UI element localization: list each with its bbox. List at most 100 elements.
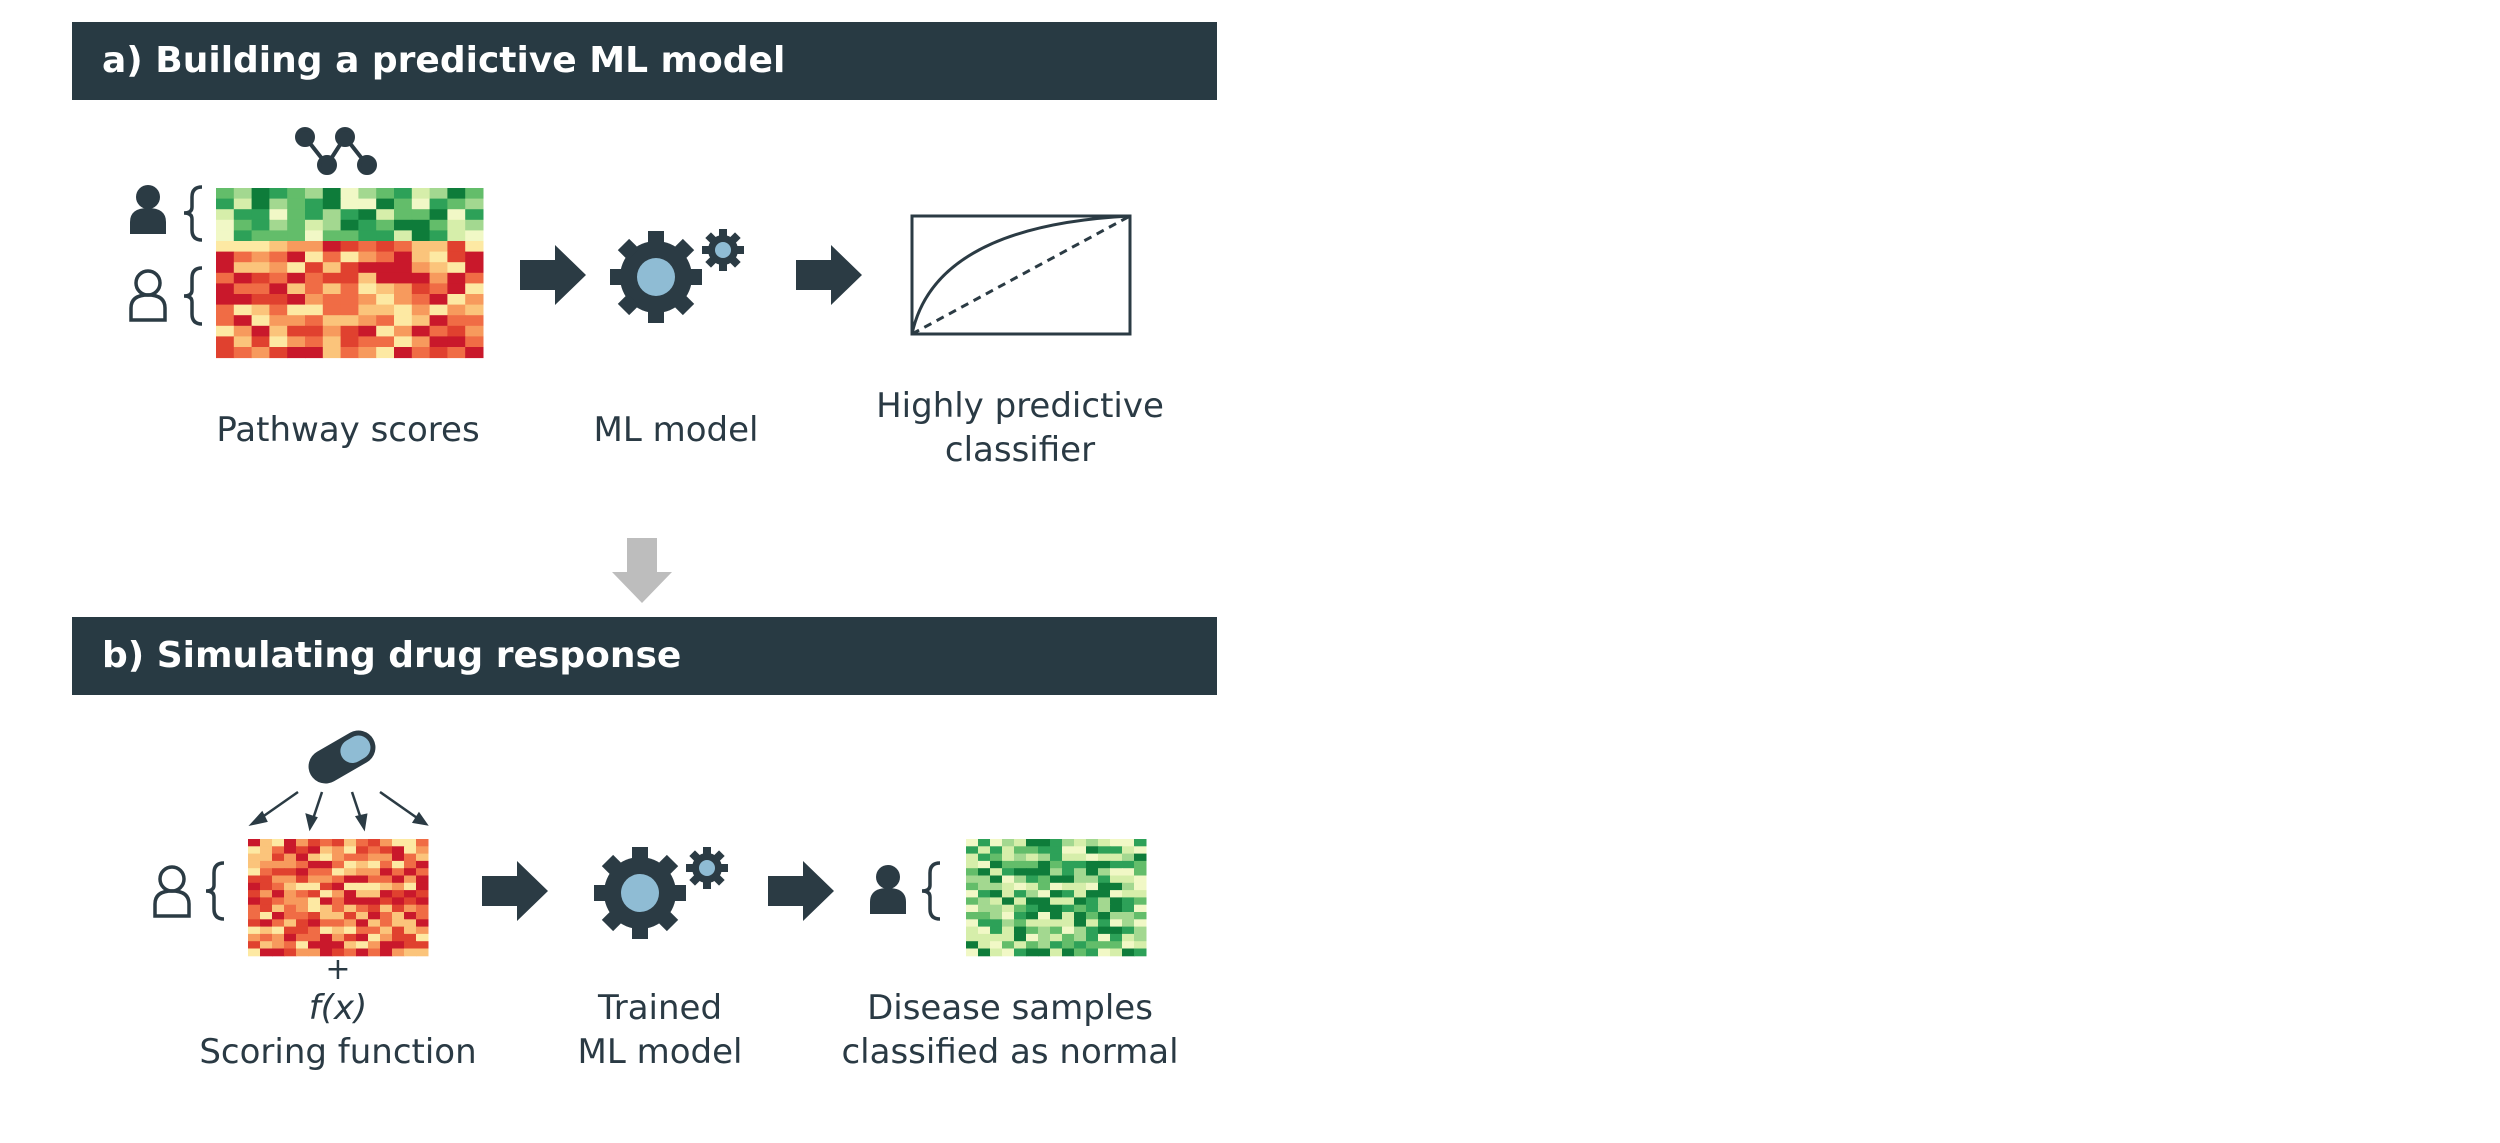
heatmap-cell <box>284 882 297 891</box>
heatmap-cell <box>216 219 235 231</box>
heatmap-cell <box>1074 919 1087 928</box>
gear-tooth <box>711 872 725 886</box>
heatmap-cell <box>411 272 431 284</box>
heatmap-cell <box>1014 919 1027 928</box>
heatmap-cell <box>305 315 324 327</box>
heatmap-cell <box>272 853 285 862</box>
heatmap-cell <box>411 347 431 359</box>
pathway-scores-label: Pathway scores <box>216 410 480 450</box>
heatmap-cell <box>990 882 1003 891</box>
heatmap-cell <box>380 846 393 855</box>
gear-tooth <box>648 309 664 323</box>
heatmap-cell <box>322 209 342 221</box>
heatmap-cell <box>429 198 448 210</box>
heatmap-cell <box>260 853 273 862</box>
heatmap-cell <box>376 304 395 316</box>
heatmap-cell <box>320 933 333 942</box>
classifier-label-line2: classifier <box>944 430 1096 470</box>
heatmap-cell <box>358 283 377 295</box>
heatmap-cell <box>233 336 253 348</box>
heatmap-cell <box>368 839 381 847</box>
heatmap-cell <box>233 347 253 359</box>
gear-body <box>604 857 676 929</box>
heatmap-cell <box>404 933 417 942</box>
heatmap-cell <box>251 219 270 231</box>
heatmap-cell <box>251 315 270 327</box>
scoring-function-label: Scoring function <box>199 1032 477 1072</box>
heatmap-cell <box>320 890 333 898</box>
heatmap-cell <box>322 336 342 348</box>
heatmap-cell <box>368 875 381 884</box>
heatmap-cell <box>1014 875 1027 884</box>
heatmap-cell <box>1134 860 1147 869</box>
heatmap-cell <box>305 251 324 263</box>
heatmap-cell <box>308 853 321 862</box>
heatmap-cell <box>1002 919 1015 928</box>
network-icon <box>295 127 377 175</box>
heatmap-cell <box>1122 912 1135 920</box>
heatmap-cell <box>269 241 288 253</box>
gear-tooth <box>617 293 640 316</box>
heatmap-cell <box>1038 919 1051 928</box>
heatmap-cell <box>1014 926 1027 935</box>
normal-classified-heatmap <box>966 839 1147 957</box>
heatmap-cell <box>356 926 369 935</box>
heatmap-cell <box>1134 882 1147 891</box>
heatmap-cell <box>978 890 991 898</box>
heatmap-cell <box>296 890 309 898</box>
heatmap-cell <box>380 890 393 898</box>
heatmap-cell <box>1038 846 1051 855</box>
heatmap-cell <box>411 325 431 337</box>
heatmap-cell <box>1122 860 1135 869</box>
heatmap-cell <box>332 860 345 869</box>
heatmap-cell <box>1086 926 1099 935</box>
heatmap-cell <box>429 283 448 295</box>
heatmap-cell <box>966 882 979 891</box>
heatmap-cell <box>1062 933 1075 942</box>
heatmap-cell <box>447 325 466 337</box>
heatmap-cell <box>216 209 235 221</box>
heatmap-cell <box>411 219 431 231</box>
heatmap-cell <box>411 304 431 316</box>
heatmap-cell <box>233 241 253 253</box>
heatmap-cell <box>322 219 342 231</box>
panel-b-title: b) Simulating drug response <box>72 617 1217 695</box>
heatmap-cell <box>1074 868 1087 876</box>
heatmap-cell <box>248 860 261 869</box>
heatmap-cell <box>1014 882 1027 891</box>
heatmap-cell <box>356 919 369 928</box>
heatmap-cell <box>272 926 285 935</box>
heatmap-cell <box>248 882 261 891</box>
heatmap-cell <box>248 912 261 920</box>
heatmap-cell <box>322 347 342 359</box>
heatmap-cell <box>1086 890 1099 898</box>
gear-tooth <box>617 238 640 261</box>
heatmap-cell <box>429 241 448 253</box>
heatmap-cell <box>1086 839 1099 847</box>
heatmap-cell <box>272 919 285 928</box>
heatmap-cell <box>1134 919 1147 928</box>
heatmap-cell <box>1038 926 1051 935</box>
heatmap-cell <box>411 251 431 263</box>
heatmap-cell <box>1050 933 1063 942</box>
heatmap-cell <box>233 209 253 221</box>
heatmap-cell <box>251 283 270 295</box>
heatmap-cell <box>340 251 359 263</box>
brace-icon <box>205 861 225 921</box>
heatmap-cell <box>344 919 357 928</box>
heatmap-cell <box>1086 904 1099 913</box>
heatmap-cell <box>392 904 405 913</box>
heatmap-cell <box>216 188 235 200</box>
heatmap-cell <box>368 897 381 906</box>
heatmap-cell <box>284 926 297 935</box>
heatmap-cell <box>376 230 395 242</box>
heatmap-cell <box>287 198 306 210</box>
heatmap-cell <box>320 882 333 891</box>
gear-icon <box>594 847 686 939</box>
heatmap-cell <box>320 839 333 847</box>
heatmap-cell <box>1050 897 1063 906</box>
heatmap-cell <box>978 839 991 847</box>
heatmap-cell <box>404 868 417 876</box>
heatmap-cell <box>1098 846 1111 855</box>
heatmap-cell <box>320 853 333 862</box>
